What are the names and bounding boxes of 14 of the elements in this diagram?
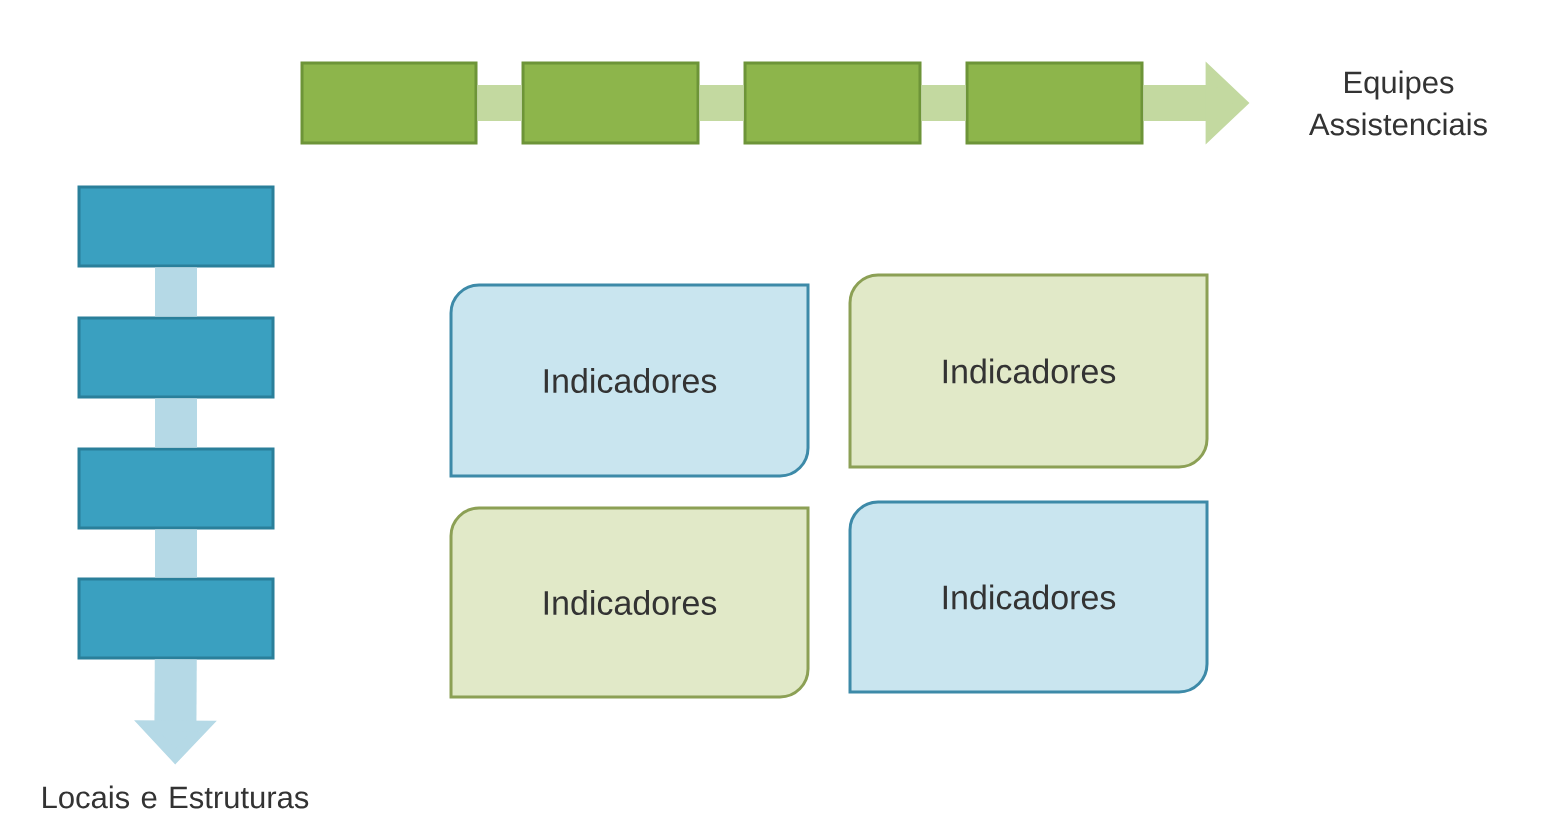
indicator-card: Indicadores [848, 273, 1209, 469]
process-box [77, 185, 275, 268]
indicator-card: Indicadores [449, 506, 810, 699]
process-box [743, 61, 922, 145]
process-box [77, 447, 275, 530]
axis-label: Locais e Estruturas [43, 785, 309, 809]
process-box [521, 61, 700, 145]
process-box [965, 61, 1144, 145]
indicator-card: Indicadores [848, 500, 1209, 694]
indicator-card: Indicadores [449, 283, 810, 478]
process-box [77, 577, 275, 660]
axis-label: Equipes Assistenciais [1309, 70, 1487, 136]
process-box [300, 61, 478, 145]
process-box [77, 316, 275, 399]
